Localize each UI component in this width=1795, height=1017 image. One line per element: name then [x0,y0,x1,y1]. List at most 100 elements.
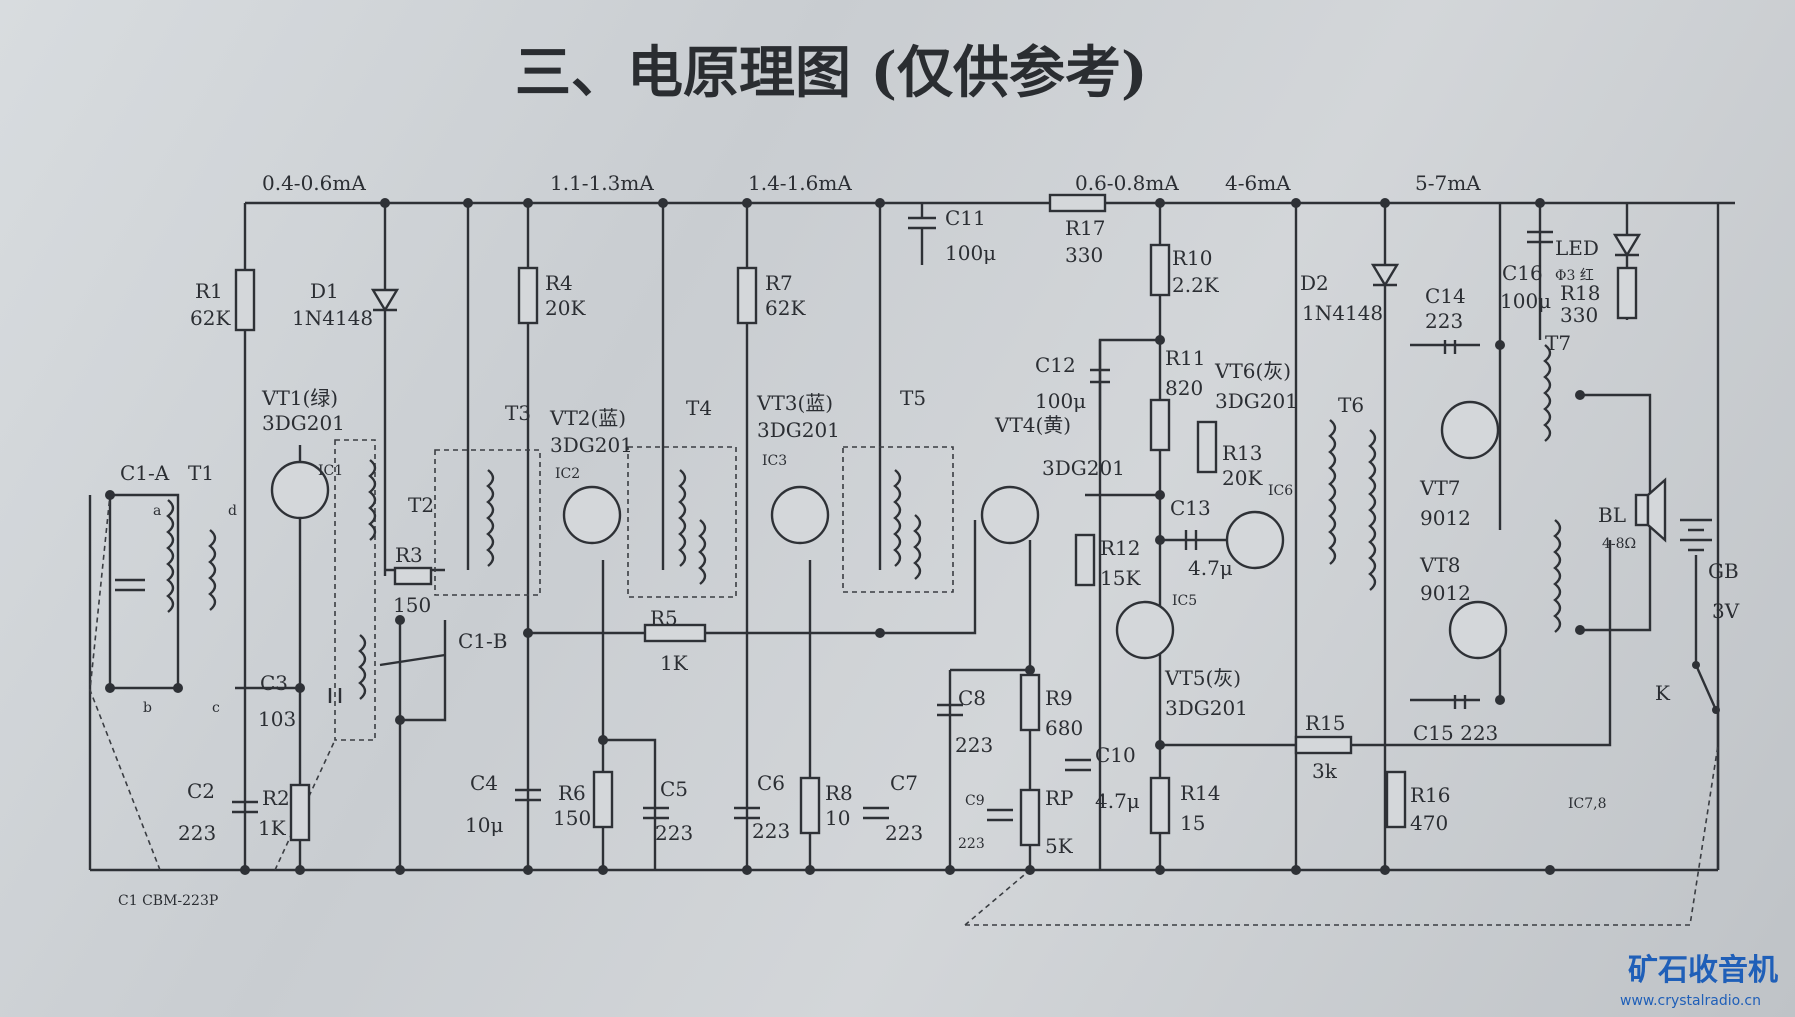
c4-value: 10μ [465,813,503,837]
current-label-1: 0.4-0.6mA [262,171,366,195]
c3-value: 103 [258,707,296,731]
watermark: 矿石收音机 www.crystalradio.cn [1620,953,1778,1009]
r5-label: R5 [650,606,678,630]
c8-value: 223 [955,733,993,757]
r5-value: 1K [660,651,689,675]
tap-c: c [212,700,220,716]
vt8-label: VT8 [1419,553,1461,577]
capacitors [115,203,1553,822]
t2-label: T2 [408,493,434,517]
vt6-type: 3DG201 [1215,389,1298,413]
vt7-type: 9012 [1420,506,1471,530]
led-label: LED [1555,236,1599,260]
tap-a: a [153,503,161,519]
c12-label: C12 [1035,353,1076,377]
c1b-label: C1-B [458,629,507,653]
vt4-type: 3DG201 [1042,456,1125,480]
bl-label: BL [1598,503,1626,527]
c13-label: C13 [1170,496,1211,520]
r18-label: R18 [1560,281,1601,305]
c14-label: C14 [1425,284,1466,308]
r16-label: R16 [1410,783,1451,807]
ic78-label: IC7,8 [1568,796,1607,812]
r11-value: 820 [1165,376,1203,400]
r11-label: R11 [1165,346,1206,370]
c9-value: 223 [958,836,985,852]
t5-label: T5 [900,386,926,410]
vt5-type: 3DG201 [1165,696,1248,720]
r10-value: 2.2K [1172,273,1220,297]
r12-label: R12 [1100,536,1141,560]
c14-value: 223 [1425,309,1463,333]
c6-value: 223 [752,819,790,843]
r3-value: 150 [393,593,431,617]
vt5-label: VT5(灰) [1164,666,1241,690]
c1a-label: C1-A [120,461,170,485]
t3-label: T3 [505,401,531,425]
r13-label: R13 [1222,441,1263,465]
switch-label: K [1655,681,1671,705]
output-devices [1634,477,1720,714]
vt1-type: 3DG201 [262,411,345,435]
bl-spec: 4-8Ω [1602,536,1636,552]
r7-value: 62K [765,296,806,320]
c6-label: C6 [757,771,785,795]
r1-label: R1 [195,279,223,303]
junction-dots [105,198,1585,875]
c10-value: 4.7μ [1095,789,1140,813]
watermark-url: www.crystalradio.cn [1620,993,1761,1009]
r7-label: R7 [765,271,793,295]
c2-label: C2 [187,779,215,803]
current-label-4: 0.6-0.8mA [1075,171,1179,195]
r10-label: R10 [1172,246,1213,270]
vt4-label: VT4(黄) [994,413,1071,437]
r14-value: 15 [1180,811,1205,835]
c5-label: C5 [660,777,688,801]
r13-value: 20K [1222,466,1263,490]
r17-label: R17 [1065,216,1106,240]
tap-d: d [228,503,237,519]
t4-label: T4 [686,396,712,420]
vt6-label: VT6(灰) [1214,359,1291,383]
c9-label: C9 [965,793,985,809]
c2-value: 223 [178,821,216,845]
if-transformer-shields [334,439,954,741]
c3-label: C3 [260,671,288,695]
resistors [234,193,1638,847]
r9-value: 680 [1045,716,1083,740]
vt7-label: VT7 [1419,476,1461,500]
c16-label: C16 [1502,261,1543,285]
r6-value: 150 [553,806,591,830]
vt8-type: 9012 [1420,581,1471,605]
r2-value: 1K [258,816,287,840]
c15-label: C15 223 [1413,721,1498,745]
current-label-5: 4-6mA [1225,171,1291,195]
rp-value: 5K [1045,834,1074,858]
d1-label: D1 [310,279,339,303]
t6-label: T6 [1338,393,1364,417]
r8-value: 10 [825,806,850,830]
c13-value: 4.7μ [1188,556,1233,580]
vt1-label: VT1(绿) [261,386,338,410]
r1-value: 62K [190,306,231,330]
ic6-label: IC6 [1268,483,1293,499]
r15-label: R15 [1305,711,1346,735]
c10-label: C10 [1095,743,1136,767]
page-title: 三、电原理图 (仅供参考) [515,40,1148,106]
transistors [270,400,1508,660]
c8-label: C8 [958,686,986,710]
c1-part-label: C1 CBM-223P [118,893,218,909]
vt3-label: VT3(蓝) [756,391,833,415]
ic3-label: IC3 [762,453,787,469]
led-spec: Φ3 红 [1555,268,1594,284]
rp-label: RP [1045,786,1074,810]
diodes [370,233,1642,313]
gb-value: 3V [1712,599,1740,623]
coils [166,344,1562,700]
tap-b: b [143,700,152,716]
current-label-2: 1.1-1.3mA [550,171,654,195]
r8-label: R8 [825,781,853,805]
c11-value: 100μ [945,241,996,265]
